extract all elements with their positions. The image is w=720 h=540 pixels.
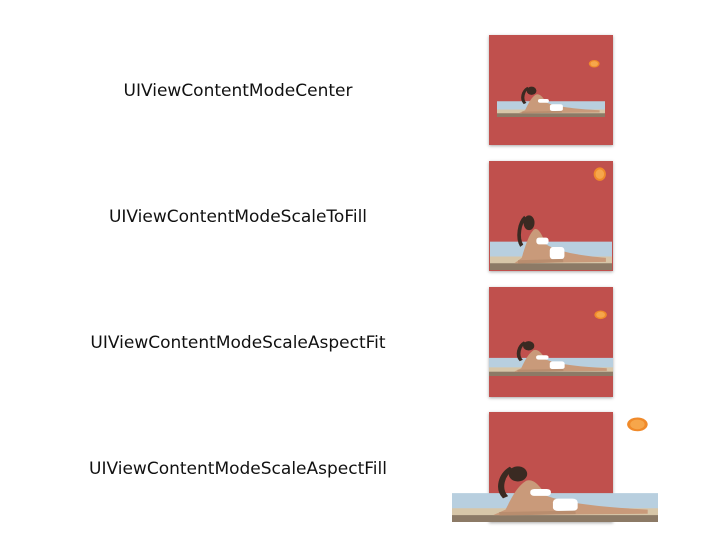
yoga-photo <box>489 307 613 376</box>
photo-image <box>497 57 605 117</box>
frame-content-mode-center <box>489 35 613 145</box>
label-content-mode-scale-aspect-fit: UIViewContentModeScaleAspectFit <box>90 333 386 353</box>
yoga-photo-overflow <box>452 412 658 522</box>
yoga-photo <box>497 57 605 117</box>
frame-content-mode-scale-aspect-fit <box>489 287 613 397</box>
label-content-mode-scale-to-fill: UIViewContentModeScaleToFill <box>108 207 368 227</box>
frame-content-mode-scale-to-fill <box>489 161 613 271</box>
label-content-mode-scale-aspect-fill: UIViewContentModeScaleAspectFill <box>89 459 387 479</box>
photo-image <box>489 307 613 376</box>
photo-image <box>490 162 612 270</box>
yoga-photo <box>490 162 612 270</box>
label-content-mode-center: UIViewContentModeCenter <box>123 81 353 101</box>
photo-image <box>452 412 658 522</box>
